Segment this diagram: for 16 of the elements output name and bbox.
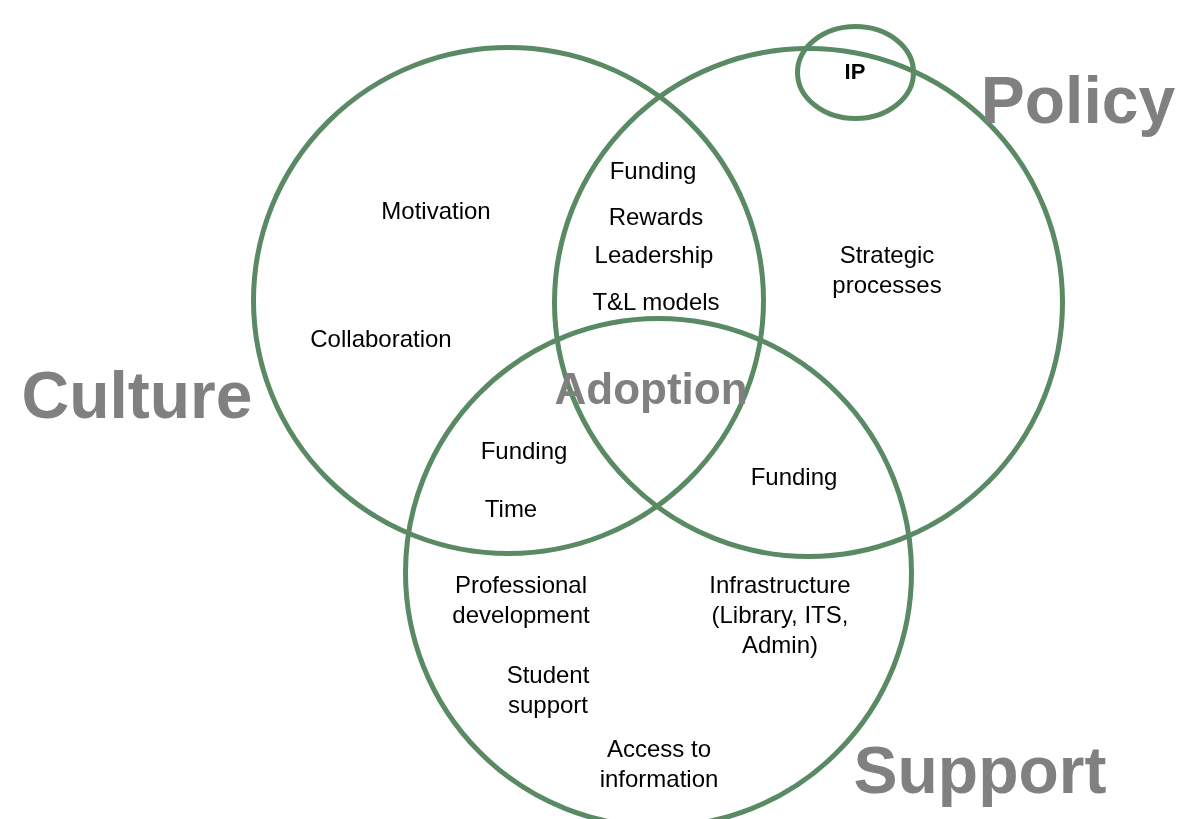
region-label: Funding (480, 436, 568, 466)
region-label: Infrastructure (Library, ITS, Admin) (708, 570, 852, 660)
region-label: Funding (609, 156, 697, 186)
region-label: Collaboration (310, 324, 452, 354)
region-label: Time (484, 494, 538, 524)
set-heading: Culture (21, 362, 253, 428)
region-label: Rewards (608, 202, 704, 232)
region-label: Student support (505, 660, 591, 720)
region-label: Professional development (451, 570, 591, 630)
region-label: Access to information (598, 734, 720, 794)
region-label: T&L models (592, 287, 720, 317)
region-label: Funding (750, 462, 838, 492)
circle-label: IP (844, 61, 866, 83)
region-label: Strategic processes (831, 240, 943, 300)
region-label: Motivation (381, 196, 491, 226)
region-label: Leadership (594, 240, 714, 270)
